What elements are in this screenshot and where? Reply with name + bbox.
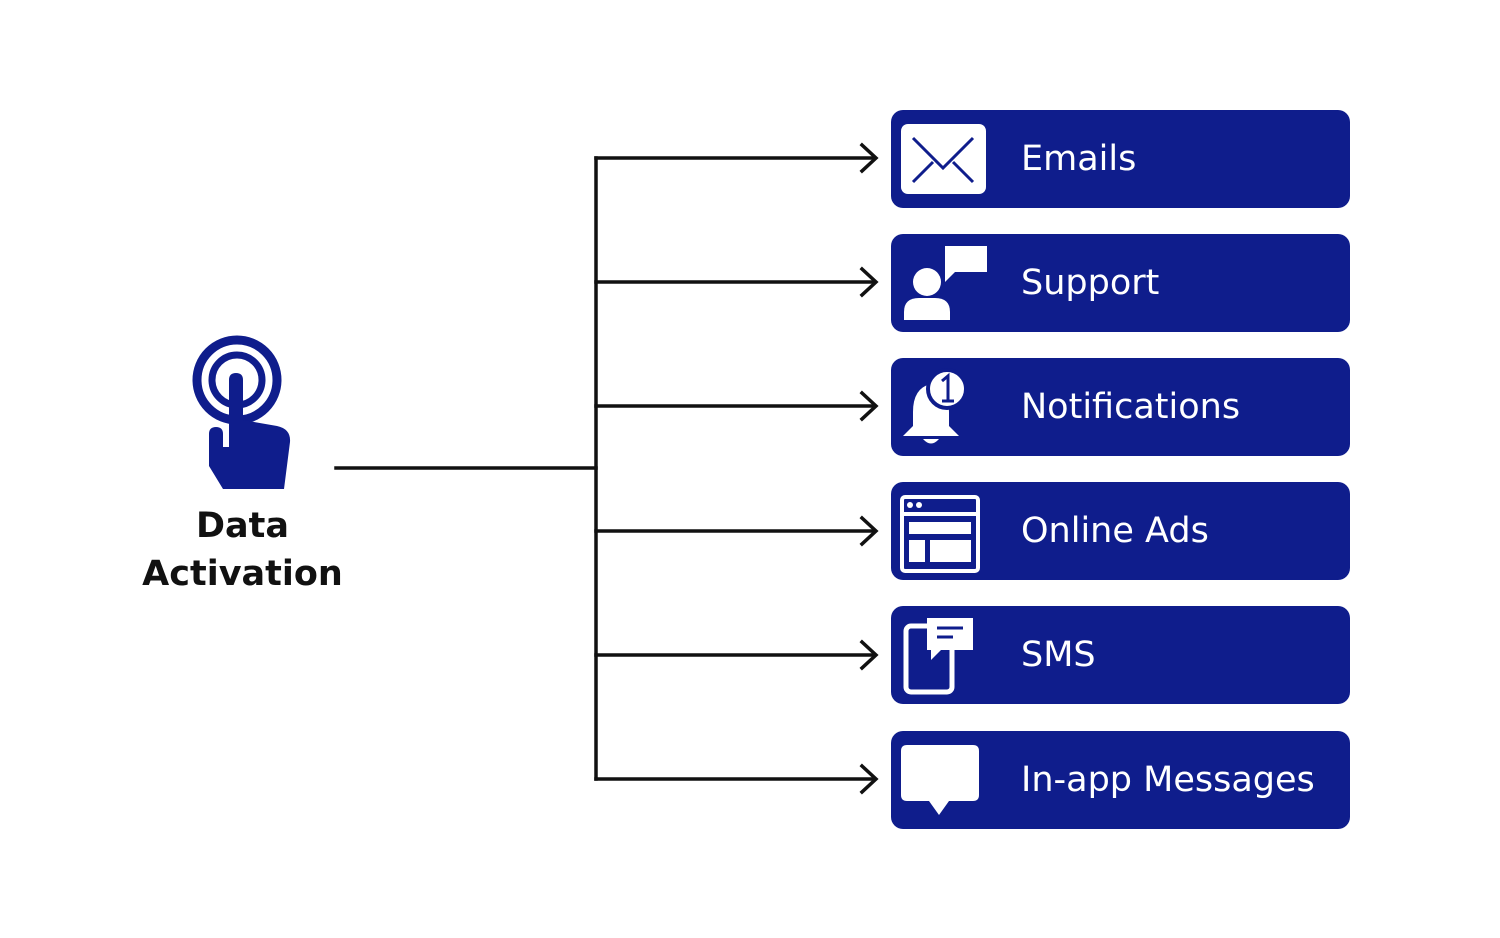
browser-window-icon: [897, 488, 987, 574]
source-label-line2: Activation: [142, 554, 343, 594]
arrow-in-app-messages: [594, 763, 879, 795]
channel-online-ads: Online Ads: [891, 482, 1350, 580]
tap-finger-icon: [180, 330, 305, 495]
support-agent-icon: [897, 240, 987, 326]
channel-label: In-app Messages: [1021, 760, 1315, 800]
channel-label: Notifications: [1021, 387, 1241, 427]
bell-notification-icon: [897, 364, 987, 450]
arrow-online-ads: [594, 515, 879, 547]
channel-emails: Emails: [891, 110, 1350, 208]
envelope-icon: [897, 116, 987, 202]
channel-label: Support: [1021, 263, 1160, 303]
speech-bubble-icon: [897, 737, 987, 823]
channel-sms: SMS: [891, 606, 1350, 704]
source-label-line1: Data: [195, 506, 290, 546]
channel-notifications: Notifications: [891, 358, 1350, 456]
arrow-sms: [594, 639, 879, 671]
arrow-emails: [594, 142, 879, 174]
source-label: Data Activation: [110, 502, 375, 598]
channel-label: Emails: [1021, 139, 1137, 179]
mobile-message-icon: [897, 612, 987, 698]
channel-support: Support: [891, 234, 1350, 332]
channel-in-app-messages: In-app Messages: [891, 731, 1350, 829]
arrow-notifications: [594, 390, 879, 422]
channel-label: SMS: [1021, 635, 1096, 675]
channel-label: Online Ads: [1021, 511, 1209, 551]
arrow-support: [594, 266, 879, 298]
